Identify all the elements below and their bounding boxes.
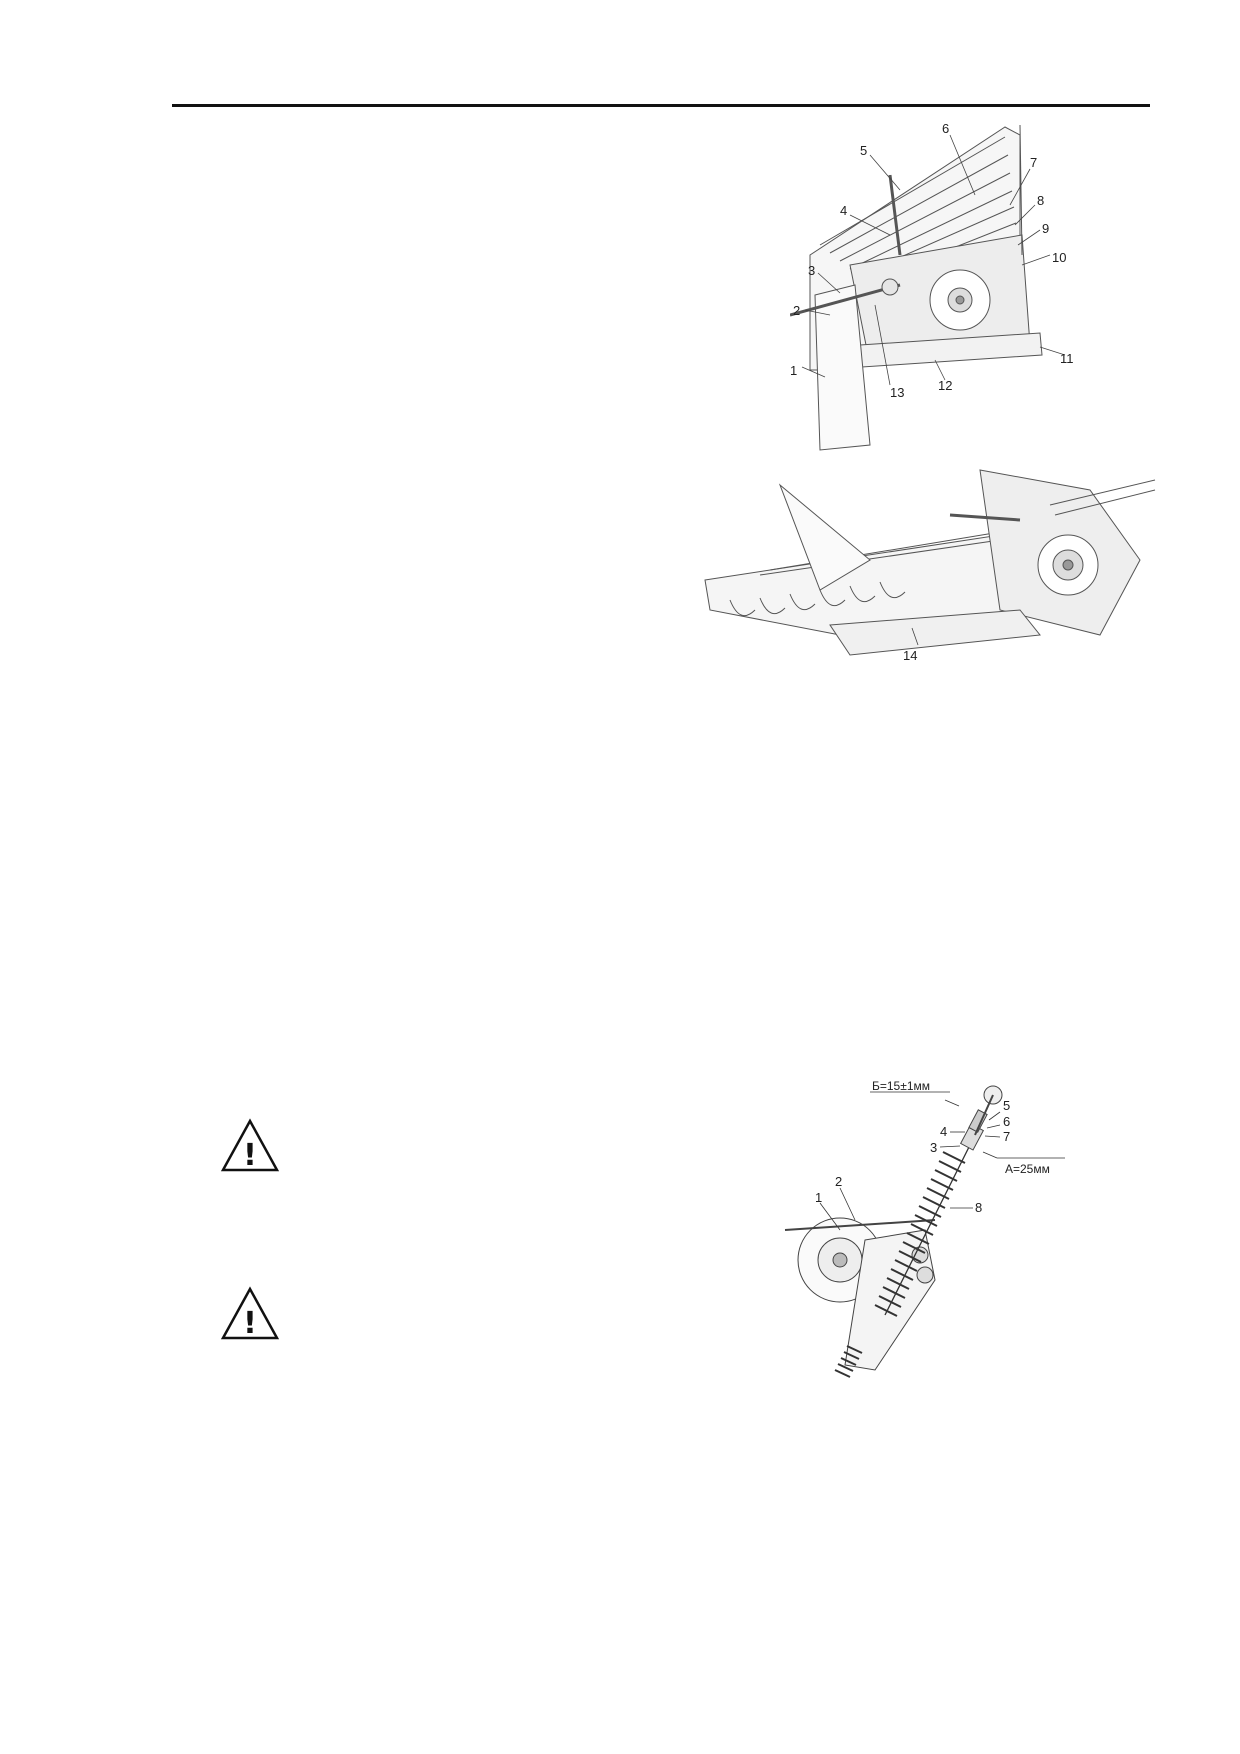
spring-callout-7: 7 bbox=[1003, 1129, 1010, 1144]
callout-13: 13 bbox=[890, 385, 904, 400]
callout-10: 10 bbox=[1052, 250, 1066, 265]
callout-14: 14 bbox=[903, 648, 917, 663]
header-rule bbox=[172, 104, 1150, 107]
callout-5: 5 bbox=[860, 143, 867, 158]
callout-1: 1 bbox=[790, 363, 797, 378]
figure-conveyor-top: 1 2 3 4 5 6 7 8 9 10 11 12 13 bbox=[790, 115, 1080, 460]
warning-triangle-icon: ! bbox=[220, 1118, 280, 1174]
warning-triangle-icon: ! bbox=[220, 1286, 280, 1342]
callout-4: 4 bbox=[840, 203, 847, 218]
warning-mark: ! bbox=[243, 1138, 257, 1173]
callout-7: 7 bbox=[1030, 155, 1037, 170]
spring-callout-2: 2 bbox=[835, 1174, 842, 1189]
callout-2: 2 bbox=[793, 303, 800, 318]
callout-3: 3 bbox=[808, 263, 815, 278]
figure-conveyor-side: 14 bbox=[700, 460, 1160, 720]
dimension-b: Б=15±1мм bbox=[872, 1080, 930, 1093]
warning-mark: ! bbox=[243, 1306, 257, 1341]
callout-12: 12 bbox=[938, 378, 952, 393]
callout-8: 8 bbox=[1037, 193, 1044, 208]
callout-9: 9 bbox=[1042, 221, 1049, 236]
spring-callout-5: 5 bbox=[1003, 1098, 1010, 1113]
callout-6: 6 bbox=[942, 121, 949, 136]
callout-11: 11 bbox=[1060, 351, 1074, 366]
dimension-a: А=25мм bbox=[1005, 1162, 1050, 1176]
spring-callout-8: 8 bbox=[975, 1200, 982, 1215]
conveyor-side-drawing: 14 bbox=[704, 469, 1156, 663]
conveyor-top-drawing: 1 2 3 4 5 6 7 8 9 10 11 12 13 bbox=[790, 121, 1074, 451]
spring-callout-4: 4 bbox=[940, 1124, 947, 1139]
spring-callout-3: 3 bbox=[930, 1140, 937, 1155]
spring-callout-1: 1 bbox=[815, 1190, 822, 1205]
figure-spring-tensioner: Б=15±1мм А=25мм 1 2 3 4 5 6 7 8 bbox=[775, 1080, 1090, 1390]
spring-tensioner-drawing: Б=15±1мм А=25мм 1 2 3 4 5 6 7 8 bbox=[784, 1080, 1065, 1378]
spring-callout-6: 6 bbox=[1003, 1114, 1010, 1129]
